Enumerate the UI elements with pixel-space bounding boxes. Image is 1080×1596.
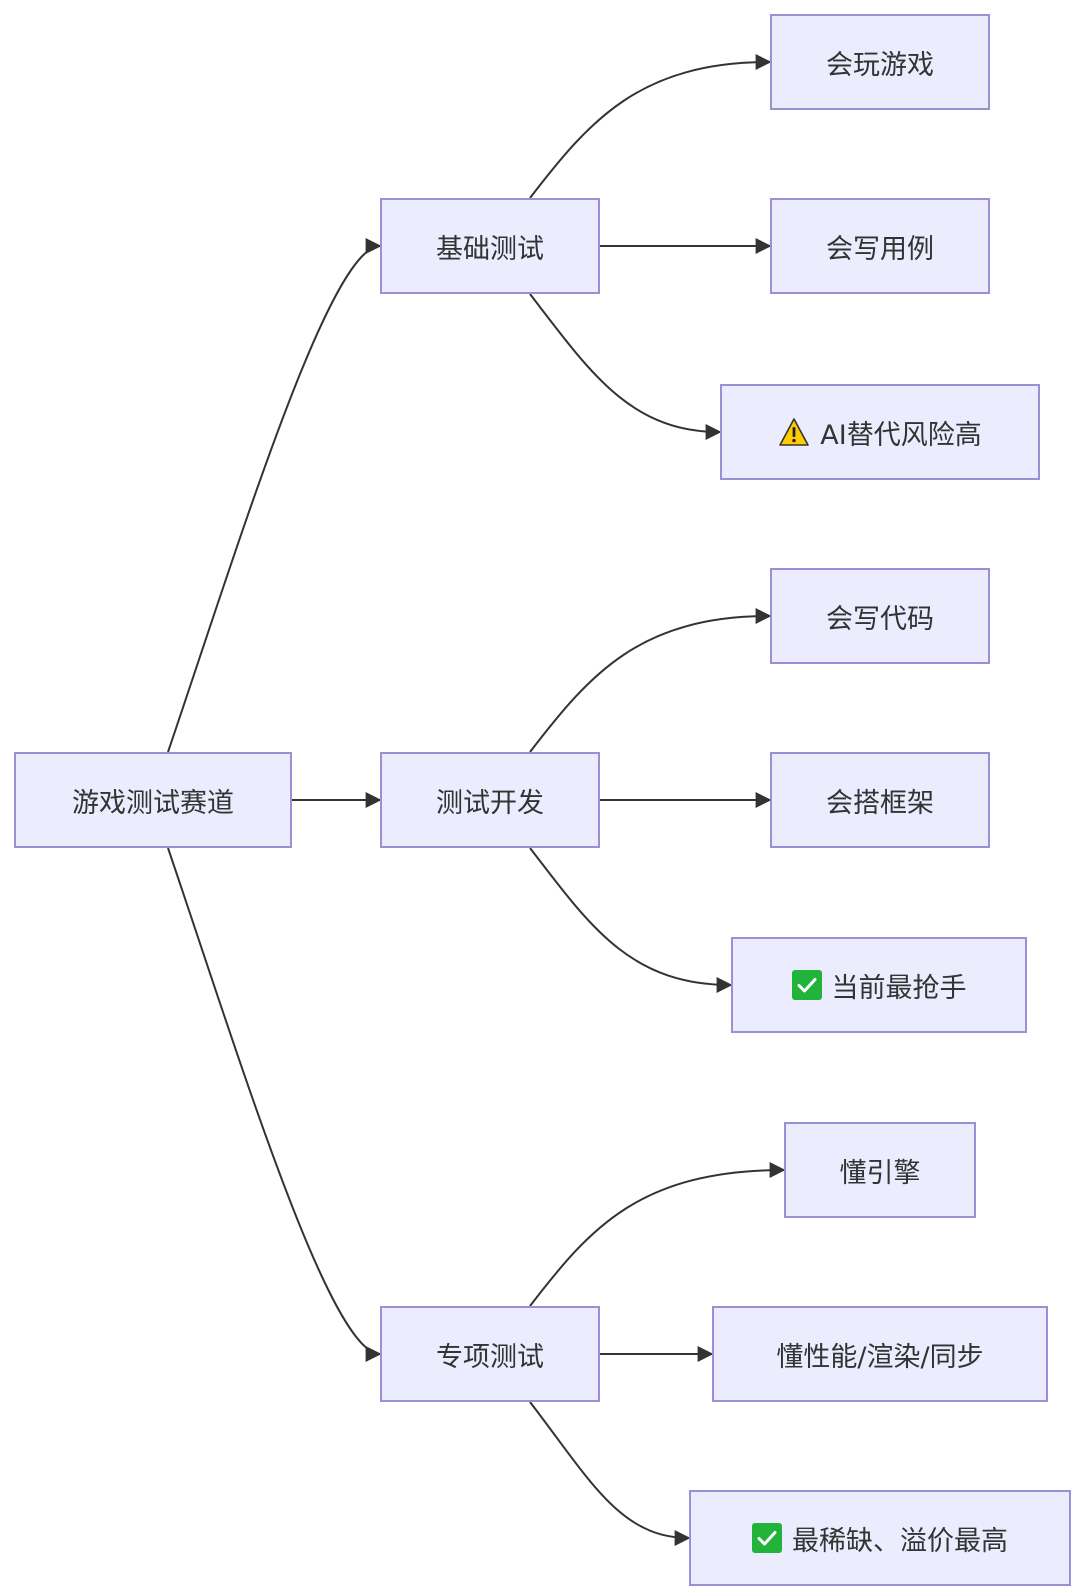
edge-root-special [167, 847, 382, 1362]
check-icon [752, 1523, 782, 1553]
root-node-label: 游戏测试赛道 [72, 787, 234, 819]
leaf-node-scarcest: 最稀缺、溢价最高 [689, 1490, 1071, 1586]
edge-dev-d1 [529, 608, 772, 753]
leaf-node-ai-risk: AI替代风险高 [720, 384, 1040, 480]
leaf-node-label: 会写代码 [826, 603, 934, 635]
leaf-node-label: 会写用例 [826, 233, 934, 265]
leaf-node-know-performance: 懂性能/渲染/同步 [712, 1306, 1048, 1402]
edge-basic-b1 [529, 54, 772, 199]
check-icon [791, 970, 822, 1000]
edge-basic-b3 [529, 293, 722, 440]
edge-root-basic [167, 238, 382, 753]
leaf-node-label: 懂引擎 [839, 1157, 921, 1189]
leaf-node-know-engine: 懂引擎 [784, 1122, 976, 1218]
leaf-node-label: 当前最抢手 [831, 972, 967, 1004]
leaf-node-label: 会搭框架 [826, 787, 934, 819]
leaf-node-write-cases: 会写用例 [770, 198, 990, 294]
leaf-node-build-framework: 会搭框架 [770, 752, 990, 848]
edge-special-s1 [529, 1162, 786, 1307]
leaf-node-write-code: 会写代码 [770, 568, 990, 664]
leaf-node-label: 懂性能/渲染/同步 [776, 1341, 984, 1373]
edge-dev-d3 [529, 847, 733, 993]
branch-node-label: 测试开发 [436, 787, 544, 819]
branch-node-specialized-testing: 专项测试 [380, 1306, 600, 1402]
edge-special-s3 [529, 1401, 691, 1546]
root-node: 游戏测试赛道 [14, 752, 292, 848]
leaf-node-label: 会玩游戏 [826, 49, 934, 81]
branch-node-test-development: 测试开发 [380, 752, 600, 848]
leaf-node-most-in-demand: 当前最抢手 [731, 937, 1027, 1033]
warning-icon [778, 417, 810, 447]
branch-node-label: 基础测试 [436, 233, 544, 265]
branch-node-label: 专项测试 [436, 1341, 544, 1373]
leaf-node-label: 最稀缺、溢价最高 [792, 1525, 1008, 1557]
leaf-node-play-games: 会玩游戏 [770, 14, 990, 110]
branch-node-basic-testing: 基础测试 [380, 198, 600, 294]
leaf-node-label: AI替代风险高 [820, 419, 982, 451]
